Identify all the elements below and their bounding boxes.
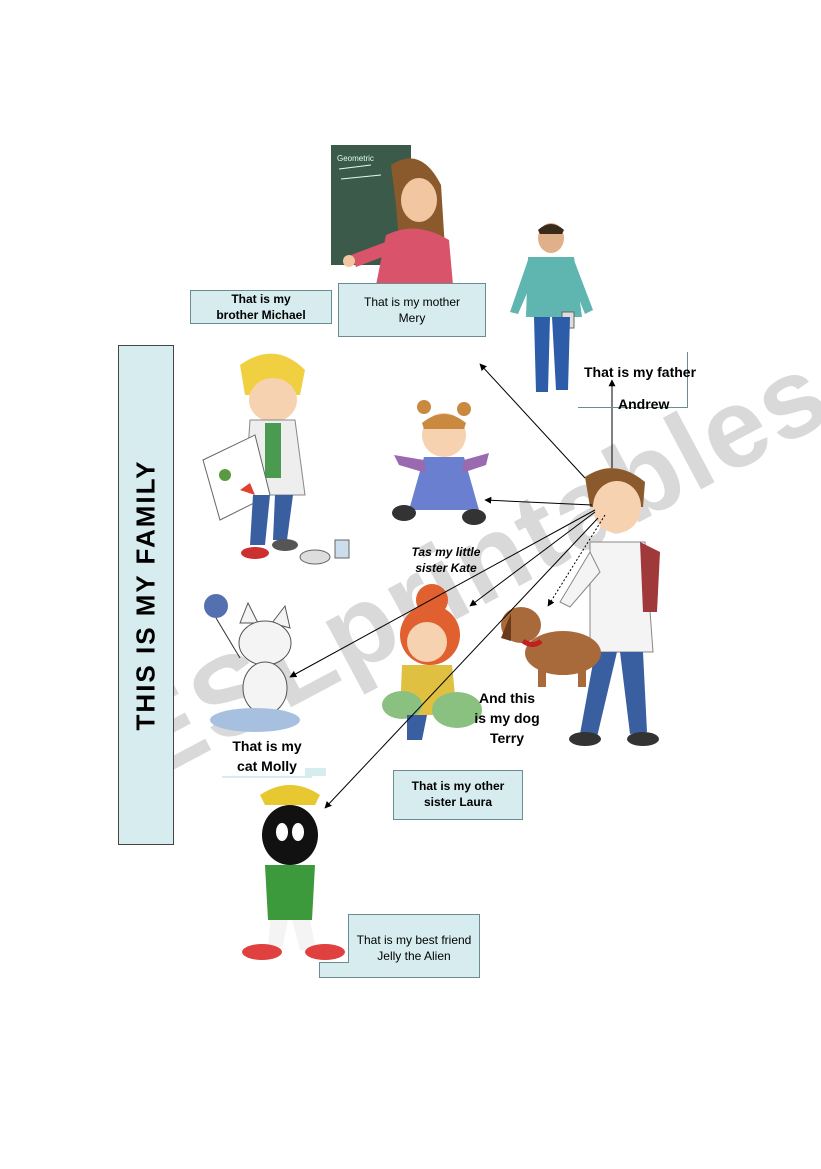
caption-kate-line1: Tas my little: [411, 545, 481, 559]
caption-laura: That is my other sister Laura: [393, 770, 523, 820]
caption-mother: That is my mother Mery: [338, 283, 486, 337]
caption-dog-line3: Terry: [490, 730, 524, 746]
alien-illustration: [242, 785, 345, 960]
kate-illustration: [392, 400, 489, 525]
title-bar: THIS IS MY FAMILY: [118, 345, 174, 845]
laura-illustration: [382, 584, 482, 740]
caption-cat: That is my cat Molly: [222, 736, 312, 778]
caption-mother-line2: Mery: [398, 311, 426, 325]
caption-kate: Tas my little sister Kate: [404, 544, 488, 576]
caption-brother: That is my brother Michael: [190, 290, 332, 324]
arrow-to-cat: [289, 509, 596, 678]
dog-illustration: [501, 607, 601, 687]
caption-dog-line2: is my dog: [474, 710, 540, 726]
caption-mother-line1: That is my mother: [363, 295, 461, 309]
caption-dog-line1: And this: [479, 690, 535, 706]
caption-friend-line2: Jelly the Alien: [377, 949, 451, 963]
arrow-to-dog: [547, 514, 606, 607]
caption-dog: And this is my dog Terry: [472, 688, 542, 748]
caption-friend-tab: [319, 962, 349, 978]
brother-illustration: [202, 353, 350, 565]
arrow-to-mother: [479, 363, 586, 479]
boy-illustration: [559, 468, 660, 746]
caption-father-line2: Andrew: [618, 396, 670, 412]
caption-brother-line1: That is my: [231, 292, 291, 306]
caption-cat-tab: [305, 768, 326, 776]
caption-friend-line1: That is my best friend: [356, 933, 472, 947]
arrow-to-laura: [469, 511, 596, 607]
arrow-to-kate: [484, 496, 593, 506]
arrow-to-friend: [324, 517, 599, 809]
caption-father: That is my father Andrew: [578, 352, 696, 412]
cat-illustration: [204, 594, 300, 732]
caption-cat-line2: cat Molly: [237, 758, 297, 774]
caption-father-line1: That is my father: [583, 364, 697, 380]
caption-laura-line1: That is my other: [411, 779, 505, 793]
caption-cat-line1: That is my: [232, 738, 302, 754]
mother-illustration: Geometric: [331, 145, 453, 285]
father-illustration: [510, 223, 593, 392]
caption-friend: That is my best friend Jelly the Alien: [348, 914, 480, 978]
board-text: Geometric: [337, 154, 374, 163]
caption-brother-line2: brother Michael: [216, 308, 306, 322]
caption-laura-line2: sister Laura: [423, 795, 493, 809]
caption-kate-line2: sister Kate: [415, 561, 477, 575]
